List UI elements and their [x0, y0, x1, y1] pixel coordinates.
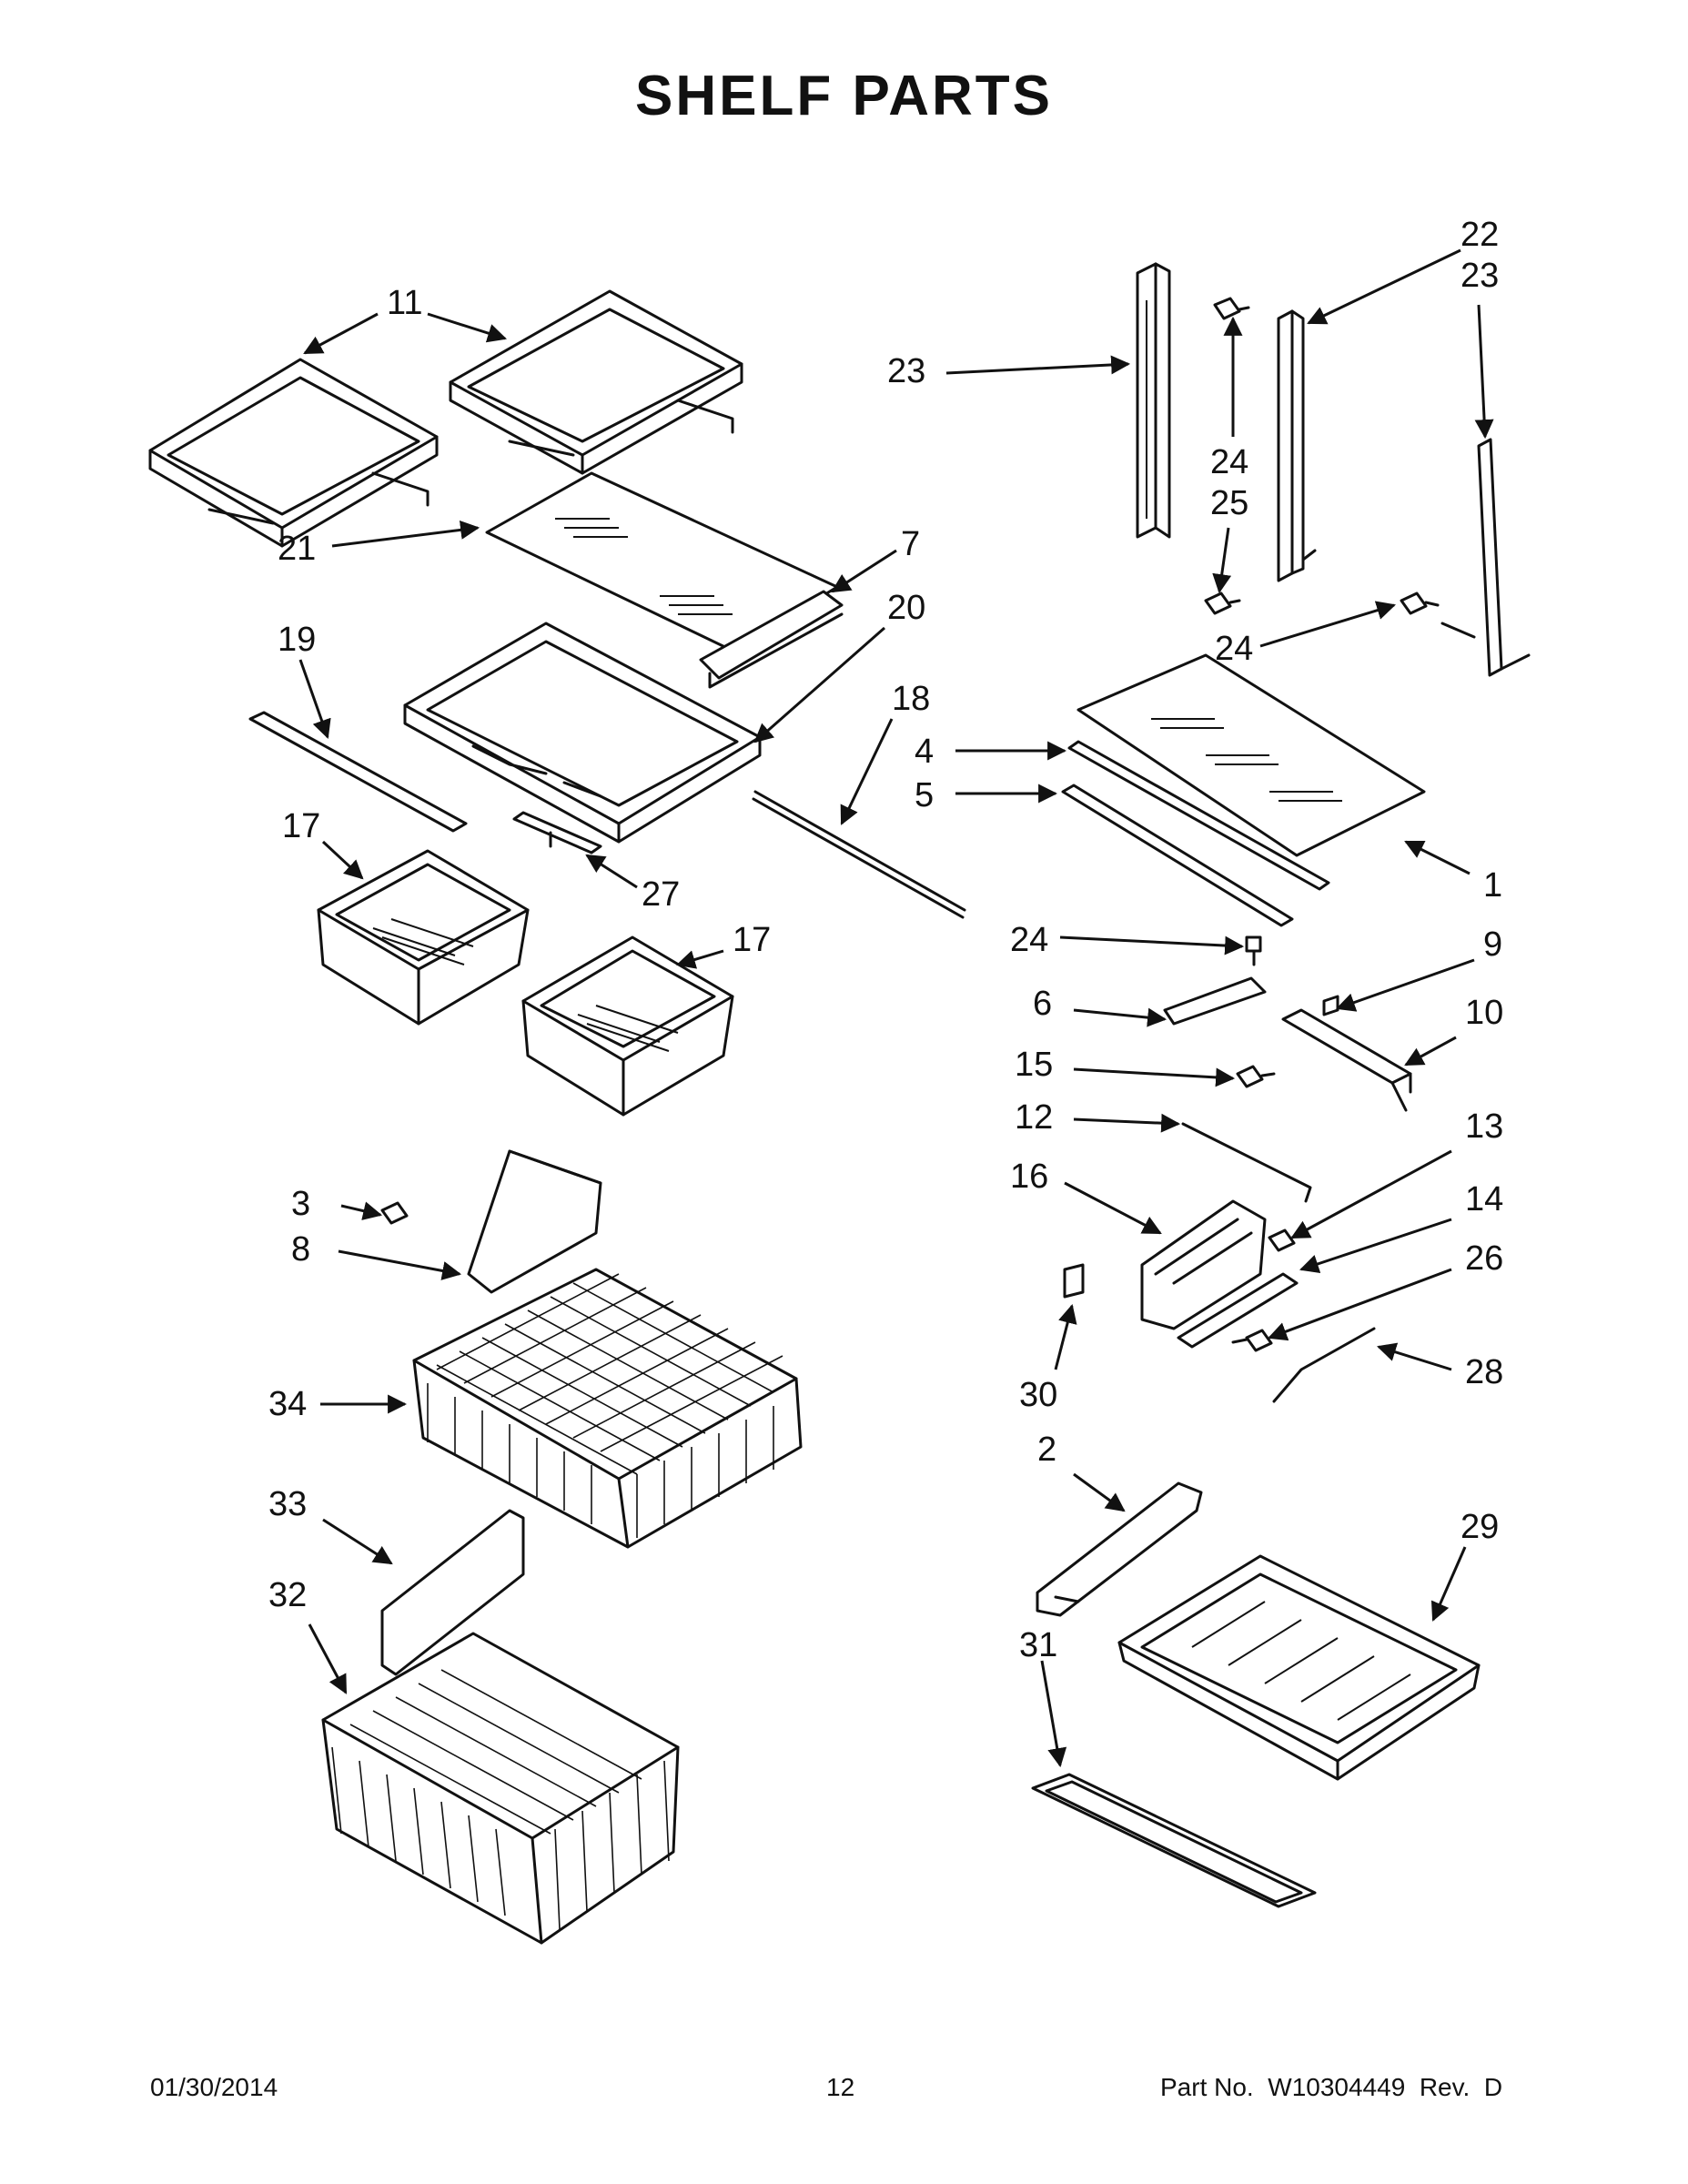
rail-7	[699, 590, 844, 689]
callout-29: 29	[1461, 1508, 1499, 1546]
upright-23-left	[1136, 262, 1171, 539]
callout-13: 13	[1465, 1107, 1503, 1146]
screw-24-right	[1400, 592, 1440, 615]
callout-14: 14	[1465, 1180, 1503, 1218]
tray-29	[1117, 1554, 1481, 1781]
glass-shelf-1	[1076, 653, 1426, 857]
callout-16: 16	[1010, 1158, 1048, 1196]
callout-20: 20	[887, 589, 925, 627]
screw-13	[1268, 1228, 1296, 1252]
screw-15	[1236, 1065, 1276, 1088]
footer-page-number: 12	[826, 2073, 855, 2101]
callout-11: 11	[387, 284, 422, 322]
callout-15: 15	[1015, 1046, 1053, 1084]
callout-1: 1	[1483, 866, 1502, 905]
wire-basket-34	[412, 1268, 803, 1549]
callout-23b: 23	[1461, 257, 1499, 295]
footer-part-number: Part No. W10304449 Rev. D	[1160, 2073, 1503, 2101]
shelf-frame-right	[449, 289, 743, 475]
rod-18	[752, 790, 966, 919]
callout-4: 4	[915, 733, 934, 771]
callout-25: 25	[1210, 484, 1248, 522]
callout-5: 5	[915, 776, 934, 814]
callout-24b: 24	[1215, 630, 1253, 668]
bracket-27	[512, 811, 602, 854]
crisper-bin-left	[317, 849, 530, 1026]
callout-34: 34	[268, 1385, 307, 1423]
callout-33: 33	[268, 1485, 307, 1523]
housing-16	[1140, 1199, 1267, 1330]
bracket-6	[1163, 976, 1267, 1026]
trim-strip-4	[1067, 740, 1330, 891]
shelf-frame-left	[148, 358, 439, 548]
callout-31: 31	[1019, 1626, 1057, 1664]
trim-strip-5	[1061, 784, 1294, 927]
callout-17a: 17	[282, 807, 320, 845]
callout-18: 18	[892, 680, 930, 718]
screw-24-upper	[1213, 297, 1250, 320]
callout-8: 8	[291, 1230, 310, 1269]
crisper-bin-right	[521, 935, 734, 1117]
callout-32: 32	[268, 1576, 307, 1614]
screw-24-mid	[1245, 935, 1262, 966]
callout-28: 28	[1465, 1353, 1503, 1391]
callout-24c: 24	[1010, 921, 1048, 959]
callout-6: 6	[1033, 985, 1052, 1023]
divider-33	[380, 1509, 525, 1676]
upright-23-right	[1440, 438, 1531, 677]
callout-22: 22	[1461, 216, 1499, 254]
cover-2	[1036, 1481, 1203, 1617]
footer-date: 01/30/2014	[150, 2073, 278, 2101]
upright-22	[1277, 309, 1317, 582]
page-title: SHELF PARTS	[635, 65, 1053, 127]
callout-2: 2	[1037, 1431, 1056, 1469]
rail-10	[1281, 1008, 1412, 1112]
clip-9	[1322, 995, 1339, 1016]
callout-9: 9	[1483, 925, 1502, 964]
divider-8	[467, 1149, 602, 1294]
callout-23a: 23	[887, 352, 925, 390]
screw-25	[1204, 592, 1241, 615]
clip-30	[1063, 1263, 1085, 1299]
rod-12	[1181, 1122, 1312, 1203]
trim-strip-19	[248, 711, 468, 833]
wire-basket-32	[321, 1632, 680, 1945]
callout-19: 19	[278, 621, 316, 659]
rail-14	[1177, 1272, 1299, 1349]
callout-30: 30	[1019, 1376, 1057, 1414]
callout-27: 27	[642, 875, 680, 914]
screw-3	[380, 1201, 409, 1225]
callout-10: 10	[1465, 994, 1503, 1032]
callout-7: 7	[901, 525, 920, 563]
callout-12: 12	[1015, 1098, 1053, 1137]
screw-26	[1231, 1329, 1273, 1352]
callout-3: 3	[291, 1185, 310, 1223]
wire-28	[1272, 1327, 1376, 1403]
callout-26: 26	[1465, 1239, 1503, 1278]
cover-plate-31	[1031, 1773, 1317, 1908]
callout-17b: 17	[733, 921, 771, 959]
callout-24a: 24	[1210, 443, 1248, 481]
callout-21: 21	[278, 530, 316, 568]
